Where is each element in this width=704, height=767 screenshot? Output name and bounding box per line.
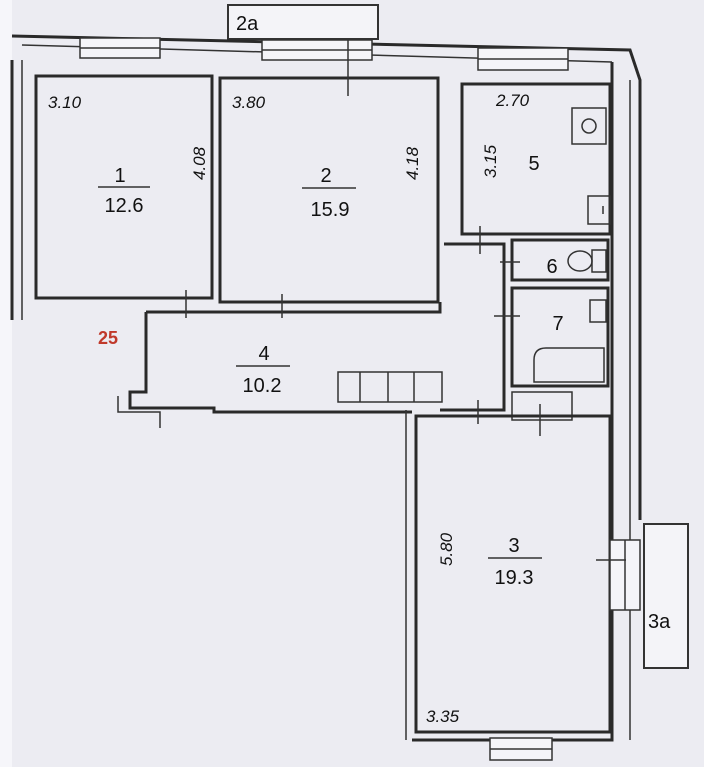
room-1: 3.10 4.08 1 12.6 — [34, 74, 214, 300]
left-margin — [0, 0, 12, 767]
room-4-number: 4 — [258, 343, 269, 365]
room-1-width: 3.10 — [48, 93, 82, 112]
top-windows — [79, 37, 569, 71]
room-3-width: 3.35 — [426, 707, 460, 726]
room-7: 7 — [510, 286, 610, 388]
room-1-depth: 4.08 — [190, 146, 209, 180]
stove-icon — [571, 107, 607, 145]
balcony-3a: 3a — [609, 523, 689, 669]
wardrobe — [337, 371, 443, 403]
bottom-window — [489, 737, 553, 761]
room-4-area: 10.2 — [243, 375, 282, 397]
room-7-number: 7 — [552, 313, 563, 335]
corridor-label: 25 — [98, 328, 118, 348]
balcony-3a-label: 3a — [648, 611, 671, 633]
sink-icon — [587, 195, 611, 225]
room-2-depth: 4.18 — [403, 146, 422, 180]
washbasin-icon — [589, 299, 607, 323]
room-5: 2.70 3.15 5 — [460, 82, 612, 236]
room-3-depth: 5.80 — [437, 532, 456, 566]
room-6-number: 6 — [546, 256, 557, 278]
room-3: 5.80 3.35 3 19.3 — [405, 410, 612, 740]
balcony-2a-label: 2a — [236, 13, 259, 35]
room-3-number: 3 — [508, 535, 519, 557]
cabinet — [511, 391, 573, 421]
outer-walls — [10, 34, 642, 742]
bathtub-icon — [533, 347, 605, 383]
room-4: 4 10.2 — [117, 242, 573, 428]
room-1-area: 12.6 — [105, 195, 144, 217]
room-2-area: 15.9 — [311, 199, 350, 221]
balcony-2a: 2a — [227, 4, 379, 40]
room-5-width: 2.70 — [495, 91, 530, 110]
room-1-number: 1 — [114, 165, 125, 187]
room-2-width: 3.80 — [232, 93, 266, 112]
room-3-area: 19.3 — [495, 567, 534, 589]
room-5-number: 5 — [528, 153, 539, 175]
room-2-number: 2 — [320, 165, 331, 187]
door-marks — [185, 40, 626, 561]
room-5-depth: 3.15 — [481, 144, 500, 178]
room-6: 6 — [510, 238, 610, 282]
room-2: 3.80 4.18 2 15.9 — [218, 76, 440, 304]
toilet-icon — [567, 250, 593, 272]
